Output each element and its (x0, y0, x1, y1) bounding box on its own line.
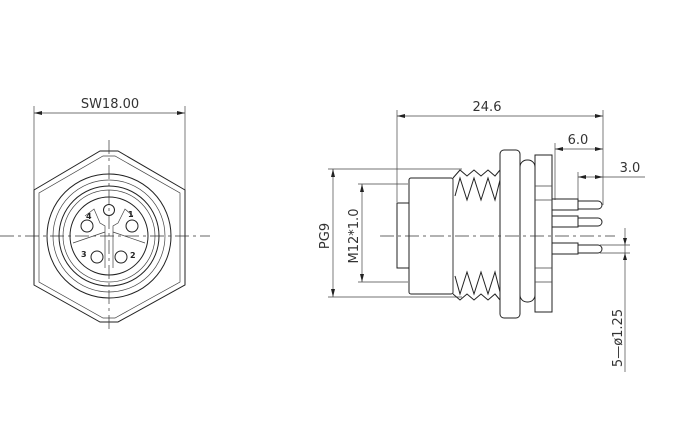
sw-dimension-label: SW18.00 (81, 97, 139, 112)
pin-3 (90, 250, 104, 264)
pin-tip-length-label: 3.0 (620, 161, 641, 176)
front-plug (396, 202, 410, 269)
flange (534, 154, 553, 313)
mounting-nut (499, 149, 521, 319)
pin-diameter-label: 5—ø1.25 (611, 309, 626, 367)
pin-1 (125, 219, 139, 233)
pin-label-1: 1 (128, 210, 134, 219)
pin-label-2: 2 (130, 251, 136, 260)
thread-crests (452, 169, 501, 301)
hex-nut-outline (33, 150, 186, 323)
overall-length-label: 24.6 (473, 100, 502, 115)
front-view: SW18.00 1 2 3 4 (0, 97, 210, 330)
side-view: 24.6 6.0 3.0 PG9 M12*1.0 (318, 100, 645, 372)
o-ring (519, 159, 536, 303)
pin-4 (80, 219, 94, 233)
pin-2 (114, 250, 128, 264)
pins (552, 198, 603, 255)
pin-center (103, 204, 115, 216)
inner-thread-label: M12*1.0 (347, 209, 362, 264)
outer-thread-label: PG9 (318, 223, 333, 249)
pin-label-3: 3 (81, 250, 87, 259)
pin-label-4: 4 (86, 212, 92, 221)
pin-section-length-label: 6.0 (568, 133, 589, 148)
